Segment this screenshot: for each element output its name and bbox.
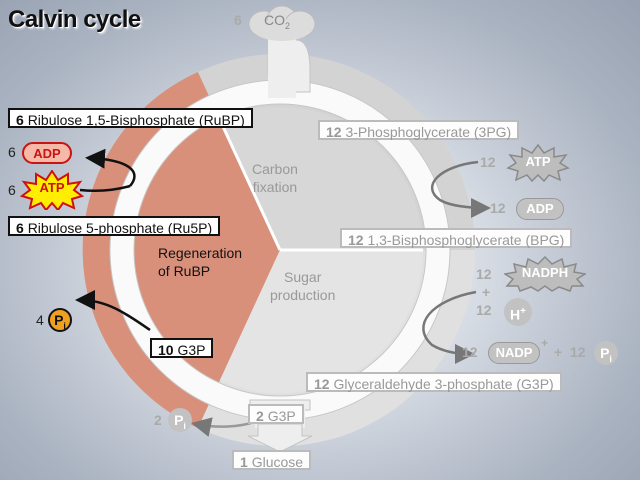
atp-left-count: 6 [8, 182, 16, 198]
nadph-consumption-arrow [422, 290, 477, 364]
h-count: 12 [476, 302, 492, 318]
glucose-box: 1 Glucose [232, 450, 312, 470]
adp-left-pill: ADP [22, 142, 72, 164]
co2-cloud [248, 5, 316, 41]
regeneration-core [136, 120, 280, 380]
pi-bottom-count: 2 [154, 412, 162, 428]
glucose-arrow [247, 423, 313, 453]
nadp-plus-charge: + [541, 336, 549, 350]
production-core [220, 250, 424, 394]
rubp-box: 6 Ribulose 1,5-Bisphosphate (RuBP) [8, 108, 253, 128]
plus-sign-2: + [554, 344, 563, 360]
nadph-label: NADPH [521, 265, 569, 280]
adp-release-arrow [85, 148, 136, 187]
nadph-starburst [504, 256, 586, 292]
g3p-2-box: 2 G3P [248, 404, 304, 424]
3pg-box: 12 3-Phosphoglycerate (3PG) [318, 120, 520, 140]
ru5p-box: 6 Ribulose 5-phosphate (Ru5P) [8, 216, 221, 236]
fixation-core [220, 106, 424, 250]
pi-left-circle: Pi [48, 308, 72, 332]
atp-right-count: 12 [480, 154, 496, 170]
nadp-count: 12 [462, 344, 478, 360]
h-ion-circle: H+ [504, 298, 532, 326]
atp-right-label: ATP [525, 154, 551, 169]
pi-bottom-circle: Pi [168, 408, 192, 432]
page-title: Calvin cycle [8, 6, 141, 33]
pi-left-count: 4 [36, 312, 44, 328]
plus-sign-1: + [482, 284, 491, 300]
co2-count: 6 [234, 12, 242, 28]
pi-left-arrow [75, 290, 151, 332]
atp-input-curve [79, 184, 131, 193]
atp-consumption-arrow [430, 160, 491, 218]
atp-left-label: ATP [39, 180, 65, 195]
bpg-box: 12 1,3-Bisphosphoglycerate (BPG) [340, 228, 573, 248]
atp-right-starburst [506, 144, 570, 182]
g3p-12-box: 12 Glyceraldehyde 3-phosphate (G3P) [306, 372, 562, 392]
atp-left-starburst [20, 170, 84, 210]
g3p-10-box: 10 G3P [150, 338, 214, 358]
nadph-count: 12 [476, 266, 492, 282]
adp-right-count: 12 [490, 200, 506, 216]
co2-label: CO2 [264, 12, 291, 31]
pi-right-circle: Pi [594, 341, 618, 365]
adp-right-pill: ADP [516, 198, 564, 220]
adp-left-count: 6 [8, 144, 16, 160]
nadp-pill: NADP [488, 342, 540, 364]
pi-right-count: 12 [570, 344, 586, 360]
